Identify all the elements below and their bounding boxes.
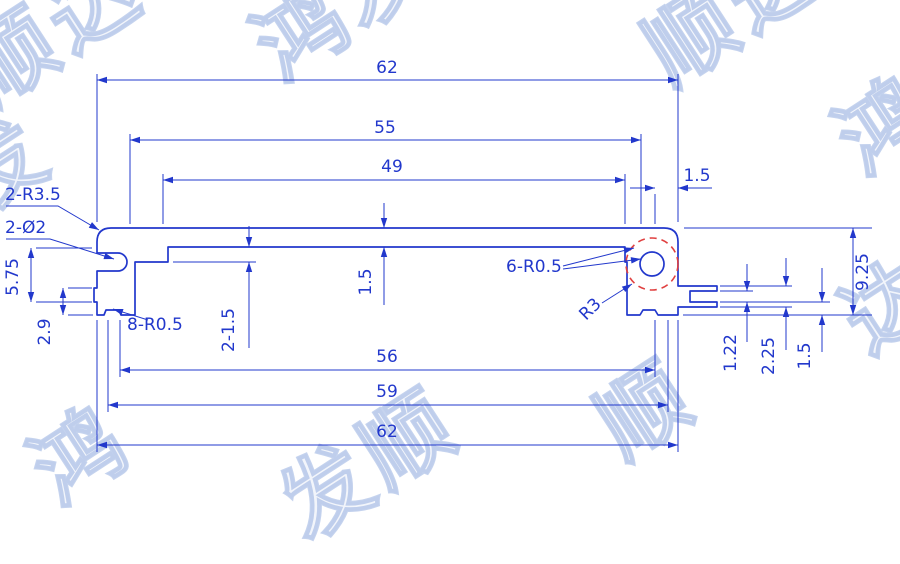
dim-label: 49 <box>381 157 403 177</box>
dim-hole-diameter: 2-Ø2 <box>5 218 115 260</box>
dim-label: R3 <box>575 294 605 324</box>
dim-label: 8-R0.5 <box>127 315 183 335</box>
dim-overall-width-top: 62 <box>96 58 679 222</box>
dim-label: 2-R3.5 <box>5 185 61 205</box>
dim-label: 5.75 <box>3 258 23 296</box>
dim-label: 59 <box>376 382 398 402</box>
dim-wall-thickness: 1.5 <box>356 203 388 305</box>
dim-corner-radius: 2-R3.5 <box>5 185 100 231</box>
dim-label: 9.25 <box>853 253 873 291</box>
dim-fillet-radius: 6-R0.5 <box>506 247 642 277</box>
dim-label: 62 <box>376 58 398 78</box>
profile-outline <box>93 227 718 316</box>
dim-width-59: 59 <box>107 320 669 412</box>
dim-foot-height: 2.9 <box>35 287 93 346</box>
dim-recess-depth: 2-1.5 <box>173 226 256 352</box>
dim-label: 6-R0.5 <box>506 257 562 277</box>
dim-label: 2-Ø2 <box>5 218 46 238</box>
dim-width-49: 49 <box>162 157 626 224</box>
dim-overall-height: 9.25 <box>683 227 873 316</box>
drawing-canvas: 62 55 49 1.5 2-R3.5 <box>3 58 873 452</box>
screw-boss-circle <box>639 251 665 277</box>
dim-label: 1.22 <box>721 334 741 372</box>
dim-offset-top-right: 1.5 <box>630 166 712 224</box>
dim-label: 56 <box>376 347 398 367</box>
dim-overall-width-bottom: 62 <box>96 320 679 452</box>
dim-width-55: 55 <box>129 118 642 224</box>
r3-highlight-circle <box>625 237 679 291</box>
dim-label: 1.5 <box>683 166 710 186</box>
dim-notch-radius: 8-R0.5 <box>112 308 183 335</box>
dimension-annotations: 62 55 49 1.5 2-R3.5 <box>3 58 873 452</box>
dim-label: 1.5 <box>356 268 376 295</box>
profile-body <box>93 227 718 316</box>
dim-label: 1.5 <box>795 342 815 369</box>
dim-step-1-5: 1.5 <box>795 268 826 370</box>
dim-label: 62 <box>376 422 398 442</box>
dim-slot-radius: R3 <box>575 283 633 325</box>
dim-label: 55 <box>374 118 396 138</box>
dim-width-56: 56 <box>119 320 656 377</box>
dim-label: 2.25 <box>759 337 779 375</box>
dim-label: 2.9 <box>35 318 55 345</box>
dim-step-2-25: 2.25 <box>720 258 792 375</box>
dim-label: 2-1.5 <box>219 308 239 352</box>
dim-left-height: 5.75 <box>3 247 92 303</box>
